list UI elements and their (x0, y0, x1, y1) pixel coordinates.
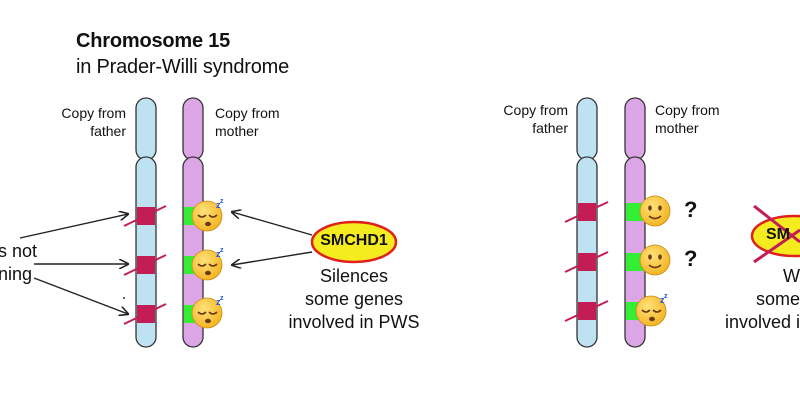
strike-mark (564, 300, 609, 322)
svg-text:z: z (216, 249, 221, 259)
arrow (19, 214, 128, 239)
question-mark: ? (684, 246, 698, 271)
svg-text:z: z (664, 293, 668, 300)
left-cut-text: s not ning (0, 241, 38, 284)
smiling-face-icon (639, 195, 671, 227)
sleeping-face-icon: z z (191, 198, 224, 232)
smchd1-label-clipped: SM (766, 226, 790, 243)
svg-text:z: z (660, 295, 665, 305)
father-copy-label: Copy from father (503, 102, 568, 136)
sleeping-face-icon: z z (191, 247, 224, 281)
arrow (33, 277, 128, 314)
question-mark: ? (684, 197, 698, 222)
smchd1-description: Silences some genes involved in PWS (288, 266, 420, 332)
maternal-gene-band (626, 253, 644, 271)
strike-mark (123, 303, 167, 325)
smchd1-label: SMCHD1 (320, 232, 388, 249)
right-father-chromosome (564, 97, 609, 348)
sleeping-face-icon: z z (191, 295, 224, 329)
strike-mark (123, 254, 167, 276)
svg-text:z: z (216, 200, 221, 210)
left-father-chromosome (123, 97, 167, 348)
diagram-title: Chromosome 15 (76, 30, 231, 52)
strike-mark (123, 205, 167, 227)
mother-copy-label: Copy from mother (215, 105, 280, 139)
strike-mark (564, 201, 609, 223)
diagram-subtitle: in Prader-Willi syndrome (76, 56, 290, 78)
cross-out-mark (753, 228, 800, 264)
arrow (232, 251, 313, 265)
maternal-gene-band (626, 203, 644, 221)
smchd1-protein-absent (750, 214, 800, 258)
right-mother-chromosome (624, 97, 646, 348)
smiling-face-icon (639, 244, 671, 276)
sleeping-face-icon: z z (635, 293, 668, 327)
svg-text:z: z (216, 297, 221, 307)
strike-mark (564, 251, 609, 273)
smchd1-protein (310, 220, 398, 264)
arrow (232, 212, 313, 236)
svg-text:z: z (220, 247, 224, 254)
father-copy-label: Copy from father (61, 105, 126, 139)
left-panel: z z z z z z (19, 97, 398, 348)
mother-copy-label: Copy from mother (655, 102, 720, 136)
right-cut-description: W some involved i (724, 266, 800, 332)
svg-text:z: z (220, 198, 224, 205)
svg-text:z: z (220, 295, 224, 302)
right-panel: z z (564, 97, 800, 348)
